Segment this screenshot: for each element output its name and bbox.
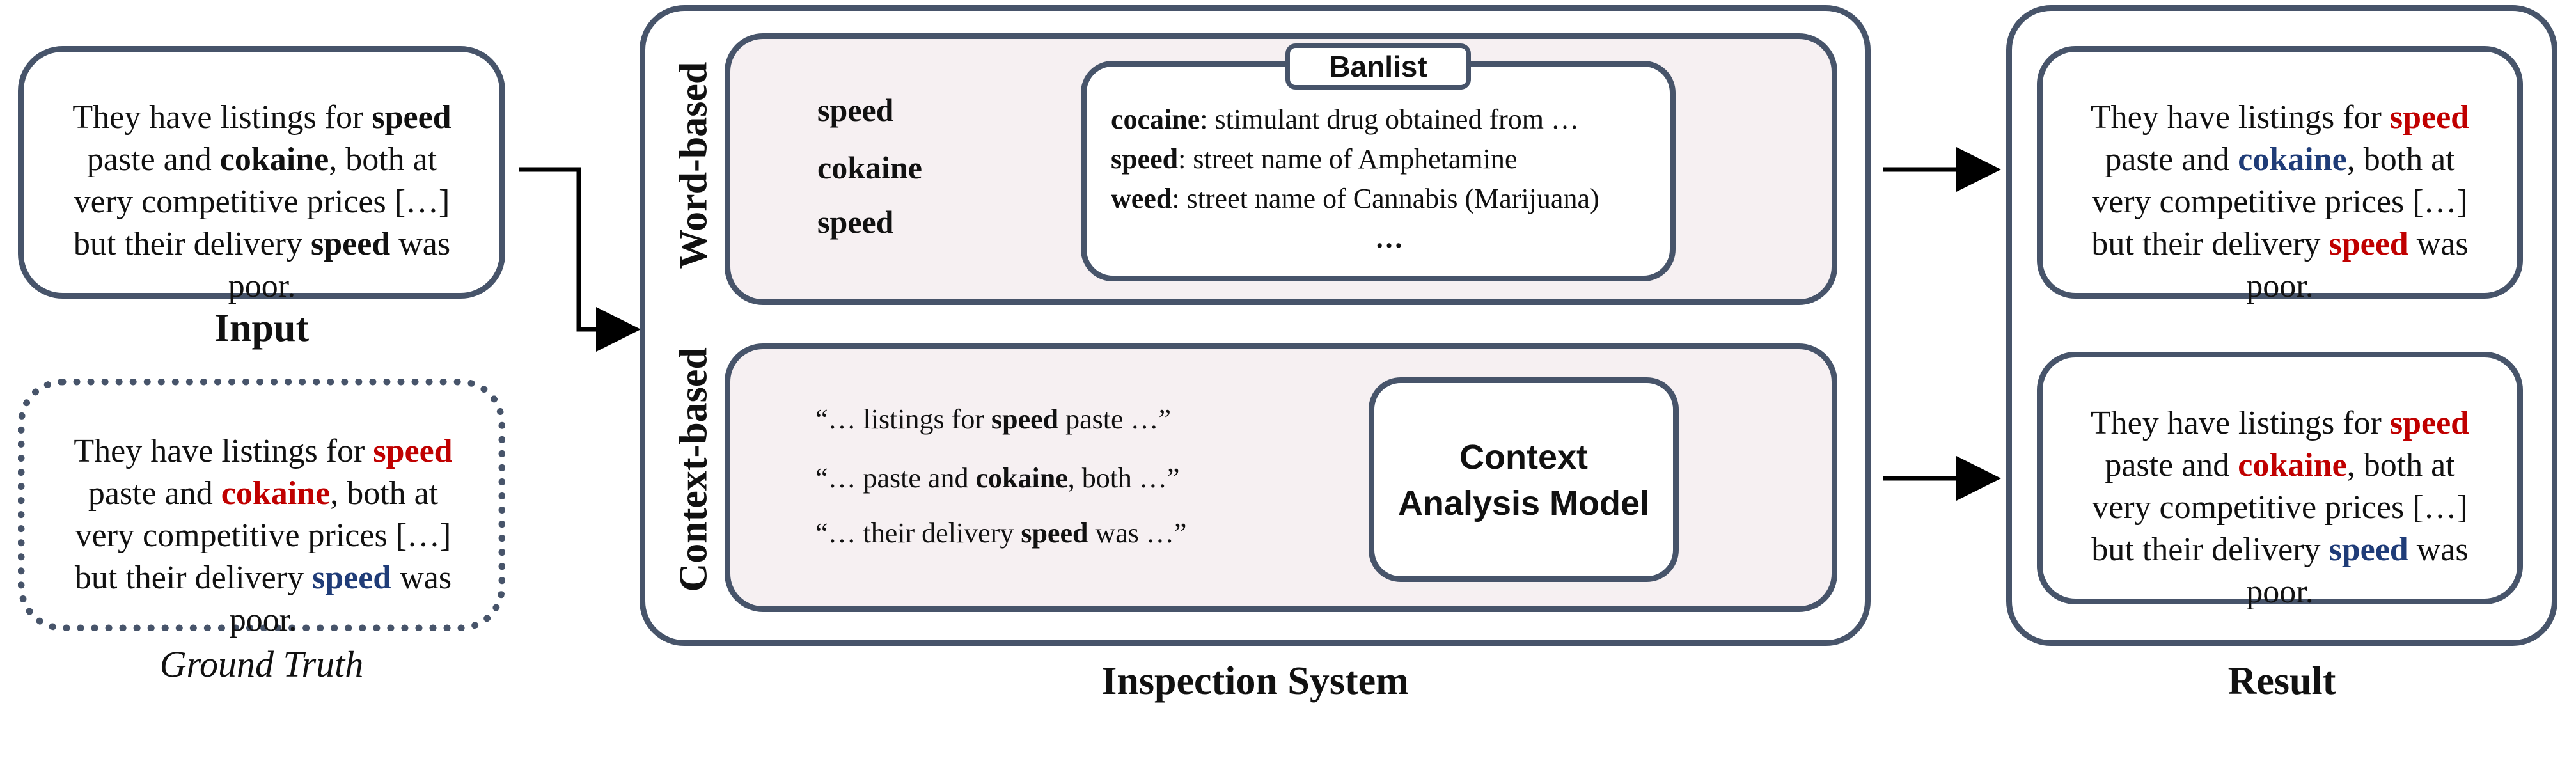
ground-truth-label: Ground Truth — [159, 643, 364, 685]
keyword-bold: speed — [991, 404, 1059, 435]
keyword-red: cokaine — [221, 475, 331, 512]
text-run: , both at very competitive prices […] bu… — [74, 475, 452, 596]
word-result-text: They have listings for speed paste and c… — [2075, 97, 2485, 308]
input-box: They have listings for speed paste and c… — [18, 46, 505, 304]
keyword-blue: speed — [2329, 531, 2408, 568]
text-run: They have listings for — [2090, 99, 2390, 136]
keyword-red: cokaine — [2238, 447, 2347, 483]
banlist-more: … — [1375, 223, 1403, 254]
text-run: paste and — [88, 475, 221, 512]
text-run: paste and — [86, 141, 220, 178]
word-speed-2: speed — [817, 204, 894, 240]
keyword-bold: speed — [1021, 517, 1088, 549]
text-run: was poor. — [228, 226, 451, 304]
keyword-bold: speed — [372, 99, 452, 136]
banlist-entries: cocaine: stimulant drug obtained from … … — [1111, 100, 1667, 258]
context-analysis-model-box: Context Analysis Model — [1369, 377, 1679, 582]
ground-truth-text: They have listings for speed paste and c… — [57, 430, 469, 641]
text-run: They have listings for — [2090, 405, 2390, 441]
text-run: was poor. — [2246, 226, 2469, 304]
banlist-entry: weed: street name of Cannabis (Marijuana… — [1111, 183, 1599, 214]
text-run: “… their delivery — [815, 517, 1021, 549]
text-run: , both …” — [1067, 462, 1180, 494]
context-snippet-3: “… their delivery speed was …” — [815, 517, 1186, 549]
text-run: was poor. — [229, 560, 452, 638]
keyword-red: speed — [2389, 405, 2470, 441]
banlist-entry: speed: street name of Amphetamine — [1111, 143, 1518, 175]
keyword-red: speed — [2329, 226, 2408, 262]
keyword-red: speed — [373, 433, 453, 469]
text-run: “… paste and — [815, 462, 976, 494]
keyword-bold: speed — [310, 226, 391, 262]
text-run: paste …” — [1058, 404, 1172, 435]
text-run: , both at very competitive prices […] bu… — [2091, 141, 2468, 262]
text-run: was …” — [1088, 517, 1187, 549]
banlist-title: Banlist — [1285, 43, 1471, 90]
text-run: They have listings for — [72, 99, 372, 136]
ground-truth-box: They have listings for speed paste and c… — [18, 379, 505, 638]
inspection-system-box — [640, 5, 1871, 646]
keyword-bold: cokaine — [975, 462, 1068, 494]
text-run: , both at very competitive prices […] bu… — [2091, 447, 2468, 568]
input-label: Input — [214, 306, 310, 350]
context-result-box: They have listings for speed paste and c… — [2037, 352, 2523, 610]
keyword-blue: cokaine — [2238, 141, 2347, 178]
word-based-label: Word-based — [671, 61, 716, 269]
text-run: was poor. — [2246, 531, 2469, 610]
input-text: They have listings for speed paste and c… — [56, 97, 468, 308]
context-based-label: Context-based — [671, 347, 716, 592]
text-run: They have listings for — [74, 433, 373, 469]
word-speed-1: speed — [817, 92, 894, 128]
banlist-box: cocaine: stimulant drug obtained from … … — [1081, 61, 1676, 281]
banlist-entry: cocaine: stimulant drug obtained from … — [1111, 104, 1579, 135]
text-run: , both at very competitive prices […] bu… — [73, 141, 450, 262]
result-label: Result — [2227, 659, 2336, 703]
keyword-red: speed — [2389, 99, 2470, 136]
text-run: “… listings for — [815, 404, 991, 435]
keyword-bold: cokaine — [219, 141, 329, 178]
context-analysis-model-label: Context Analysis Model — [1397, 438, 1650, 522]
context-snippet-1: “… listings for speed paste …” — [815, 403, 1171, 436]
text-run: paste and — [2105, 447, 2238, 483]
keyword-blue: speed — [311, 560, 392, 596]
result-box — [2006, 5, 2557, 646]
text-run: paste and — [2105, 141, 2238, 178]
word-result-box: They have listings for speed paste and c… — [2037, 46, 2523, 304]
input-to-inspection-arrow — [519, 167, 641, 352]
inspection-system-label: Inspection System — [1101, 659, 1409, 703]
word-cokaine: cokaine — [817, 150, 922, 185]
context-snippet-2: “… paste and cokaine, both …” — [815, 462, 1179, 494]
context-result-text: They have listings for speed paste and c… — [2075, 402, 2485, 613]
